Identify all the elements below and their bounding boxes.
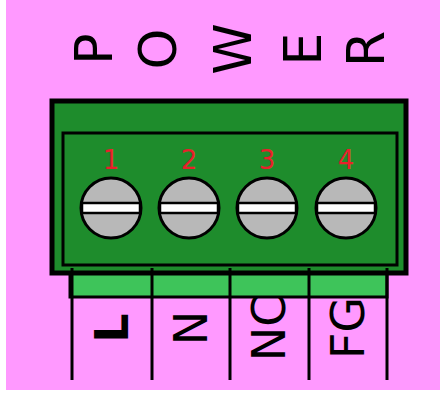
signal-name: L — [89, 313, 135, 342]
terminal-number: 2 — [181, 147, 198, 173]
terminal-number: 4 — [338, 147, 355, 173]
signal-name: NC — [246, 295, 292, 362]
signal-name: FG — [325, 297, 371, 359]
connector-title: POWER — [78, 18, 384, 80]
screw-head — [81, 178, 141, 238]
screw-head — [159, 178, 219, 238]
terminal-body — [52, 101, 406, 273]
background-panel — [6, 0, 440, 390]
column-dividers — [72, 268, 387, 380]
terminal-number: 3 — [259, 147, 276, 173]
screw-head — [316, 178, 376, 238]
screw-head — [237, 178, 297, 238]
terminal-number: 1 — [103, 147, 120, 173]
signal-name: N — [168, 311, 214, 345]
screw-group — [81, 178, 376, 238]
terminal-face — [63, 133, 397, 265]
